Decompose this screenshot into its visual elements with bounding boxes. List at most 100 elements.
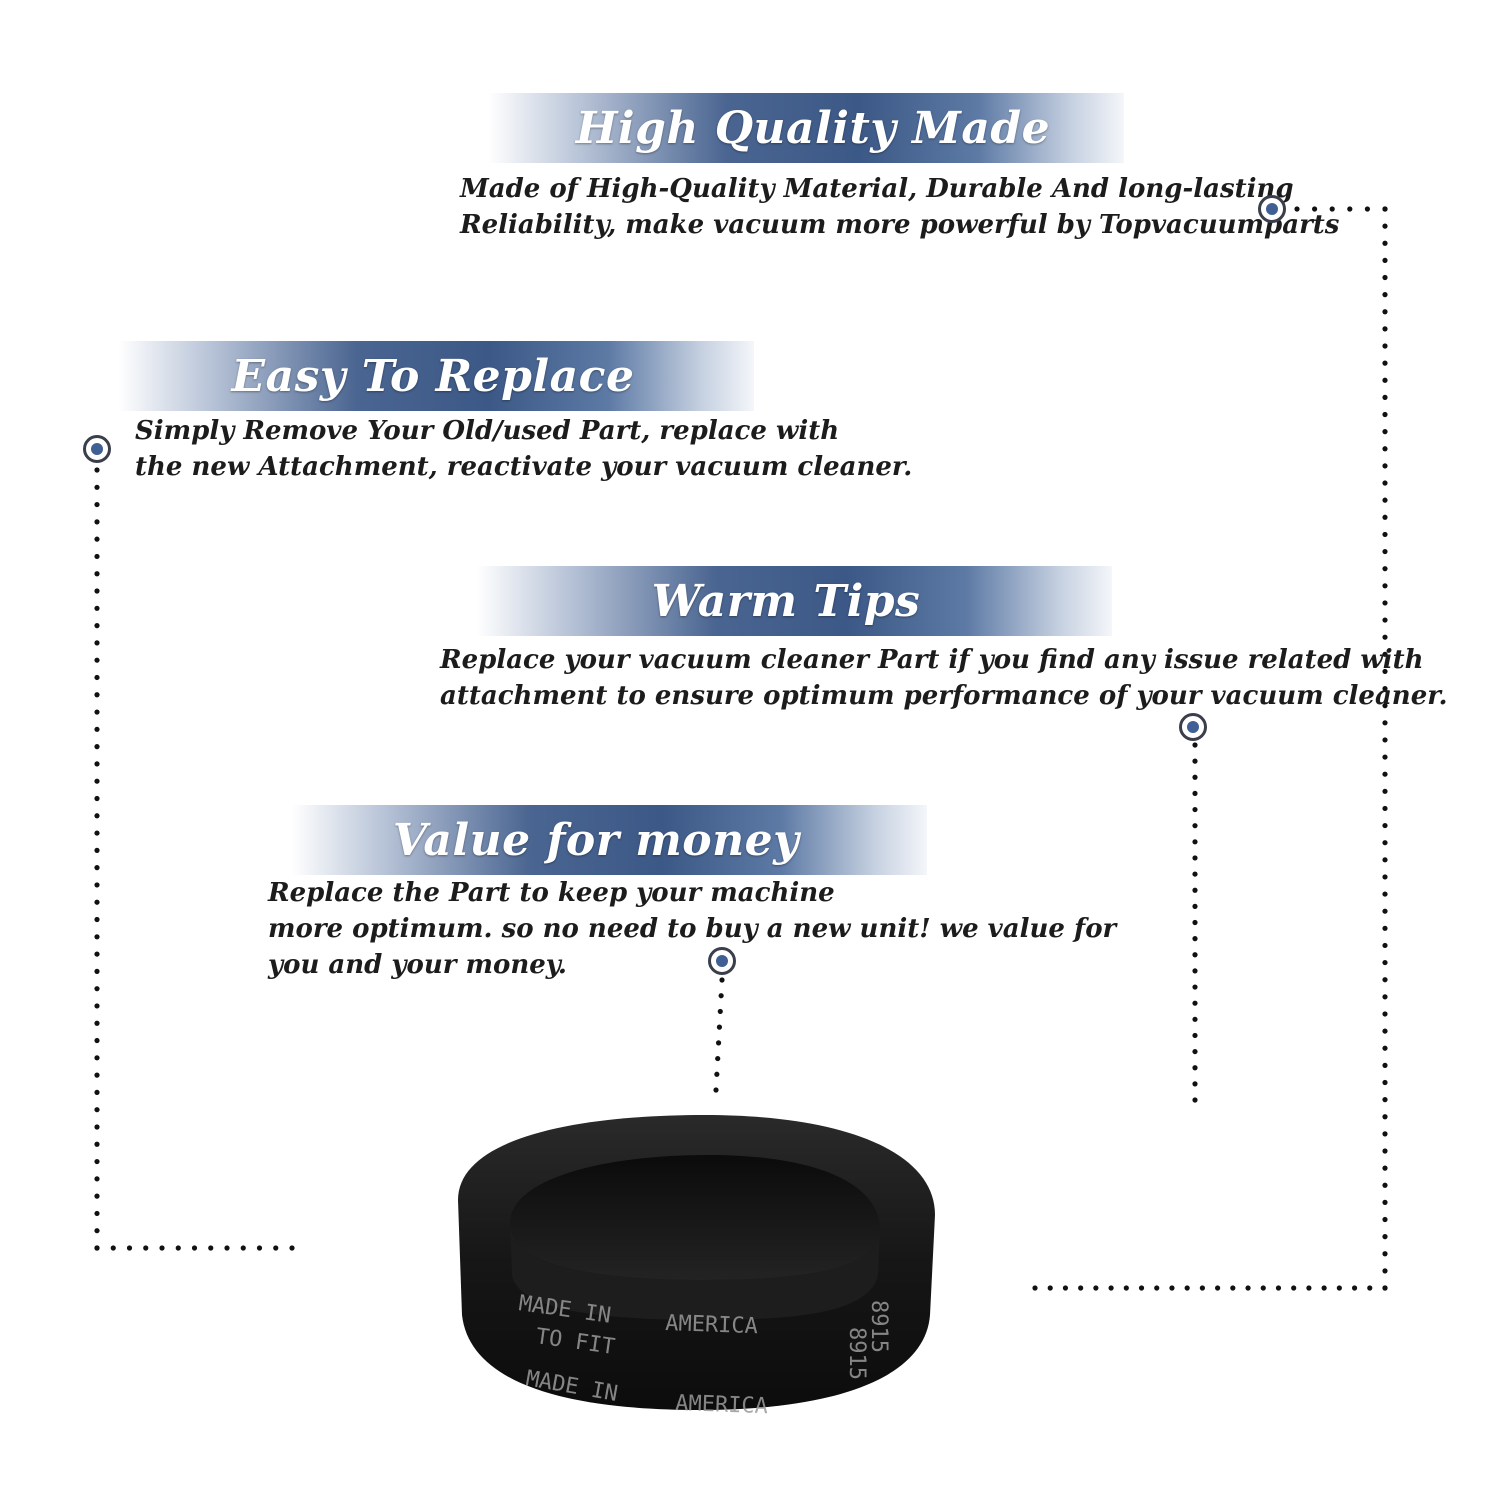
- vacuum-belt-image: MADE IN AMERICA TO FIT MADE IN AMERICA 8…: [458, 1115, 935, 1419]
- connector-dot: [1382, 634, 1388, 640]
- connector-dot: [94, 640, 100, 646]
- connector-dot: [1108, 1285, 1114, 1291]
- connector-dot: [1192, 1000, 1198, 1006]
- connector-dot: [289, 1245, 295, 1251]
- connector-dot: [94, 692, 100, 698]
- connector-dot: [1382, 617, 1388, 623]
- connector-dot: [1192, 855, 1198, 861]
- connector-dot: [1382, 651, 1388, 657]
- connector-center: [713, 977, 725, 1093]
- connector-dot: [94, 588, 100, 594]
- connector-dot: [1382, 411, 1388, 418]
- connector-dot: [1382, 908, 1388, 914]
- connector-dot: [94, 623, 100, 629]
- connector-dot: [94, 761, 100, 767]
- connector-dot: [1312, 206, 1318, 212]
- connector-dot: [1382, 959, 1388, 966]
- connector-dot: [1192, 952, 1198, 958]
- connector-dot: [1382, 600, 1388, 606]
- connector-dot: [256, 1245, 263, 1251]
- connector-dot: [1154, 1285, 1160, 1291]
- connector-dot: [1245, 1285, 1251, 1291]
- connector-dot: [94, 986, 100, 992]
- connector-dot: [1347, 206, 1353, 212]
- connector-dot: [1382, 703, 1388, 709]
- connector-dot: [1382, 942, 1388, 949]
- connector-dot: [713, 1087, 719, 1093]
- connector-dot: [1192, 1048, 1198, 1055]
- connector-dot: [1382, 788, 1388, 794]
- connector-dot: [1382, 326, 1388, 332]
- connector-dot: [1382, 446, 1388, 452]
- connector-dot: [208, 1245, 214, 1251]
- bullet-marker-icon: [1179, 713, 1207, 741]
- connector-dot: [1382, 754, 1388, 760]
- bullet-marker-icon: [83, 435, 111, 463]
- connector-dot: [1382, 1165, 1388, 1171]
- connector-dot: [1192, 790, 1198, 797]
- connector-left: [94, 467, 295, 1251]
- connector-dot: [1382, 206, 1388, 212]
- connector-dot: [1382, 583, 1388, 589]
- banner-title: Easy To Replace: [231, 350, 635, 402]
- connector-dot: [1382, 377, 1388, 383]
- connector-dot: [94, 709, 100, 715]
- connector-dot: [715, 1040, 722, 1046]
- connector-dot: [110, 1245, 116, 1251]
- connector-dot: [1192, 1081, 1198, 1087]
- desc-warm-tips: Replace your vacuum cleaner Part if you …: [440, 642, 1448, 714]
- connector-dot: [1260, 1285, 1266, 1291]
- connector-dot: [94, 1003, 100, 1009]
- bullet-marker-icon: [1258, 195, 1286, 223]
- connector-dot: [94, 1193, 100, 1199]
- connector-dot: [1192, 839, 1198, 845]
- connector-dot: [714, 1071, 720, 1077]
- connector-dot: [94, 899, 100, 905]
- connector-dot: [1192, 823, 1198, 829]
- connector-dot: [1382, 1216, 1388, 1223]
- connector-dot: [1382, 429, 1388, 435]
- connector-dot: [94, 657, 100, 663]
- connector-dot: [1382, 497, 1388, 503]
- connector-dot: [1382, 343, 1388, 349]
- connector-dot: [1169, 1285, 1175, 1291]
- connector-dot: [94, 571, 100, 577]
- connector-dot: [1382, 1114, 1388, 1120]
- belt-imprint: 8915: [866, 1300, 891, 1353]
- connector-dot: [1382, 223, 1388, 229]
- connector-dot: [1192, 903, 1198, 909]
- connector-dot: [94, 1141, 100, 1147]
- connector-dot: [1321, 1285, 1327, 1291]
- banner-title: Warm Tips: [651, 575, 921, 627]
- connector-dot: [175, 1245, 181, 1251]
- connector-dot: [94, 865, 100, 871]
- connector-dot: [718, 993, 724, 999]
- connector-dot: [1123, 1285, 1129, 1291]
- connector-dot: [1382, 1148, 1388, 1154]
- connector-dot: [719, 977, 725, 983]
- connector-dot: [1382, 309, 1388, 315]
- connector-dot: [94, 553, 100, 560]
- connector-dot: [94, 1228, 100, 1234]
- connector-dot: [94, 1158, 100, 1165]
- connector-dot: [1382, 771, 1388, 777]
- connector-dot: [1382, 977, 1388, 983]
- connector-dot: [1382, 463, 1388, 469]
- connector-dot: [1382, 1268, 1388, 1274]
- connector-dot: [94, 726, 100, 732]
- connector-mid-right: [1192, 742, 1198, 1103]
- connector-dot: [1192, 1097, 1198, 1103]
- connector-dot: [1382, 840, 1388, 846]
- connector-dot: [94, 674, 100, 681]
- connector-dot: [1192, 887, 1198, 893]
- connector-dot: [1093, 1285, 1099, 1291]
- connector-dot: [716, 1024, 723, 1030]
- connector-dot: [1032, 1285, 1038, 1291]
- desc-high-quality: Made of High-Quality Material, Durable A…: [460, 171, 1339, 243]
- connector-dot: [1199, 1285, 1205, 1291]
- connector-dot: [1184, 1285, 1190, 1291]
- connector-dot: [1351, 1285, 1358, 1291]
- connector-dot: [94, 795, 100, 802]
- connector-dot: [1382, 548, 1388, 555]
